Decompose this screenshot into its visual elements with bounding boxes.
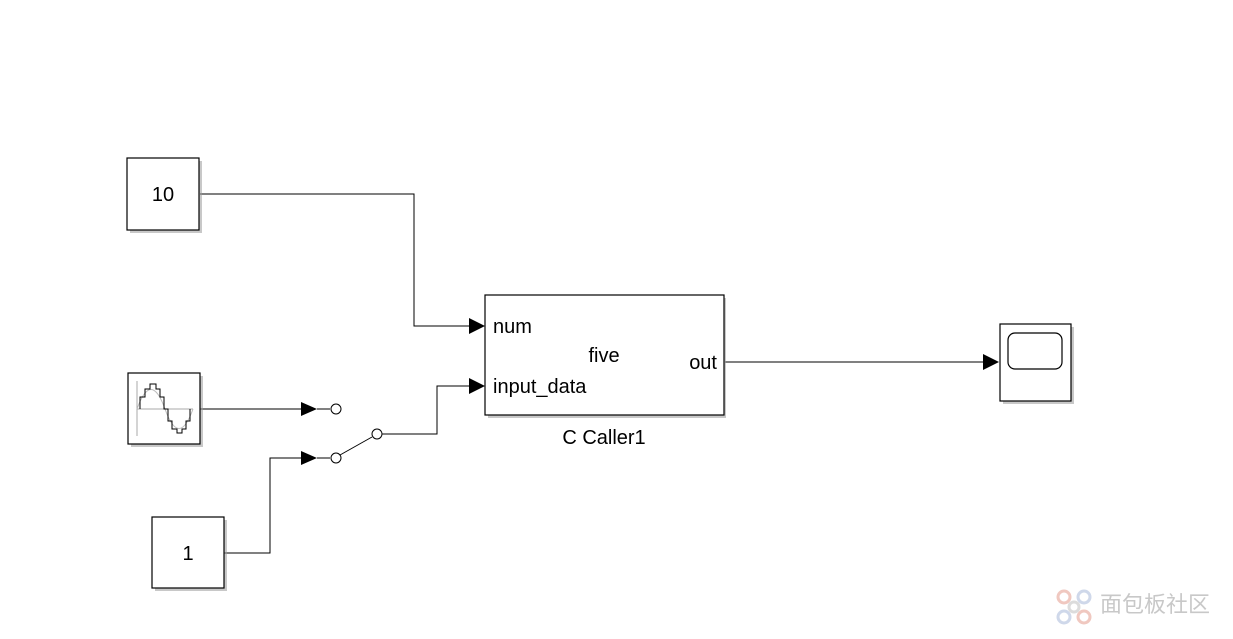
signal-lines: [200, 193, 999, 554]
block-name-label[interactable]: C Caller1: [562, 427, 645, 449]
wire-switch-to-input-data[interactable]: [382, 385, 469, 435]
switch-contact-upper: [330, 403, 342, 415]
arrow-num-port: [469, 318, 485, 334]
switch-contact-lower: [330, 452, 342, 464]
input-port-input-data: input_data: [493, 376, 587, 398]
repeating-sequence-stair-icon: [136, 381, 194, 436]
constant-block-1[interactable]: 1: [151, 516, 227, 591]
wire-const1-to-switch[interactable]: [224, 457, 301, 554]
switch-lever: [339, 436, 373, 456]
watermark-text: 面包板社区: [1100, 593, 1210, 618]
function-name: five: [588, 345, 619, 367]
input-port-num: num: [493, 316, 532, 338]
chain-logo-icon: [1056, 589, 1092, 625]
arrow-switch-in1: [301, 402, 317, 416]
output-port-out: out: [689, 352, 717, 374]
arrow-switch-in2: [301, 451, 317, 465]
manual-switch-block[interactable]: [317, 403, 383, 464]
watermark: 面包板社区: [1056, 589, 1210, 625]
constant-value: 1: [182, 543, 193, 565]
c-caller-block[interactable]: num input_data five out: [484, 294, 726, 418]
arrow-input-data-port: [469, 378, 485, 394]
constant-value: 10: [152, 184, 174, 206]
wire-const10-to-num[interactable]: [200, 193, 469, 327]
signal-source-block[interactable]: [127, 372, 203, 447]
constant-block-10[interactable]: 10: [126, 157, 202, 233]
scope-block[interactable]: [999, 323, 1074, 404]
arrow-scope-port: [983, 354, 999, 370]
scope-screen-icon: [1007, 332, 1063, 370]
switch-pivot: [371, 428, 383, 440]
